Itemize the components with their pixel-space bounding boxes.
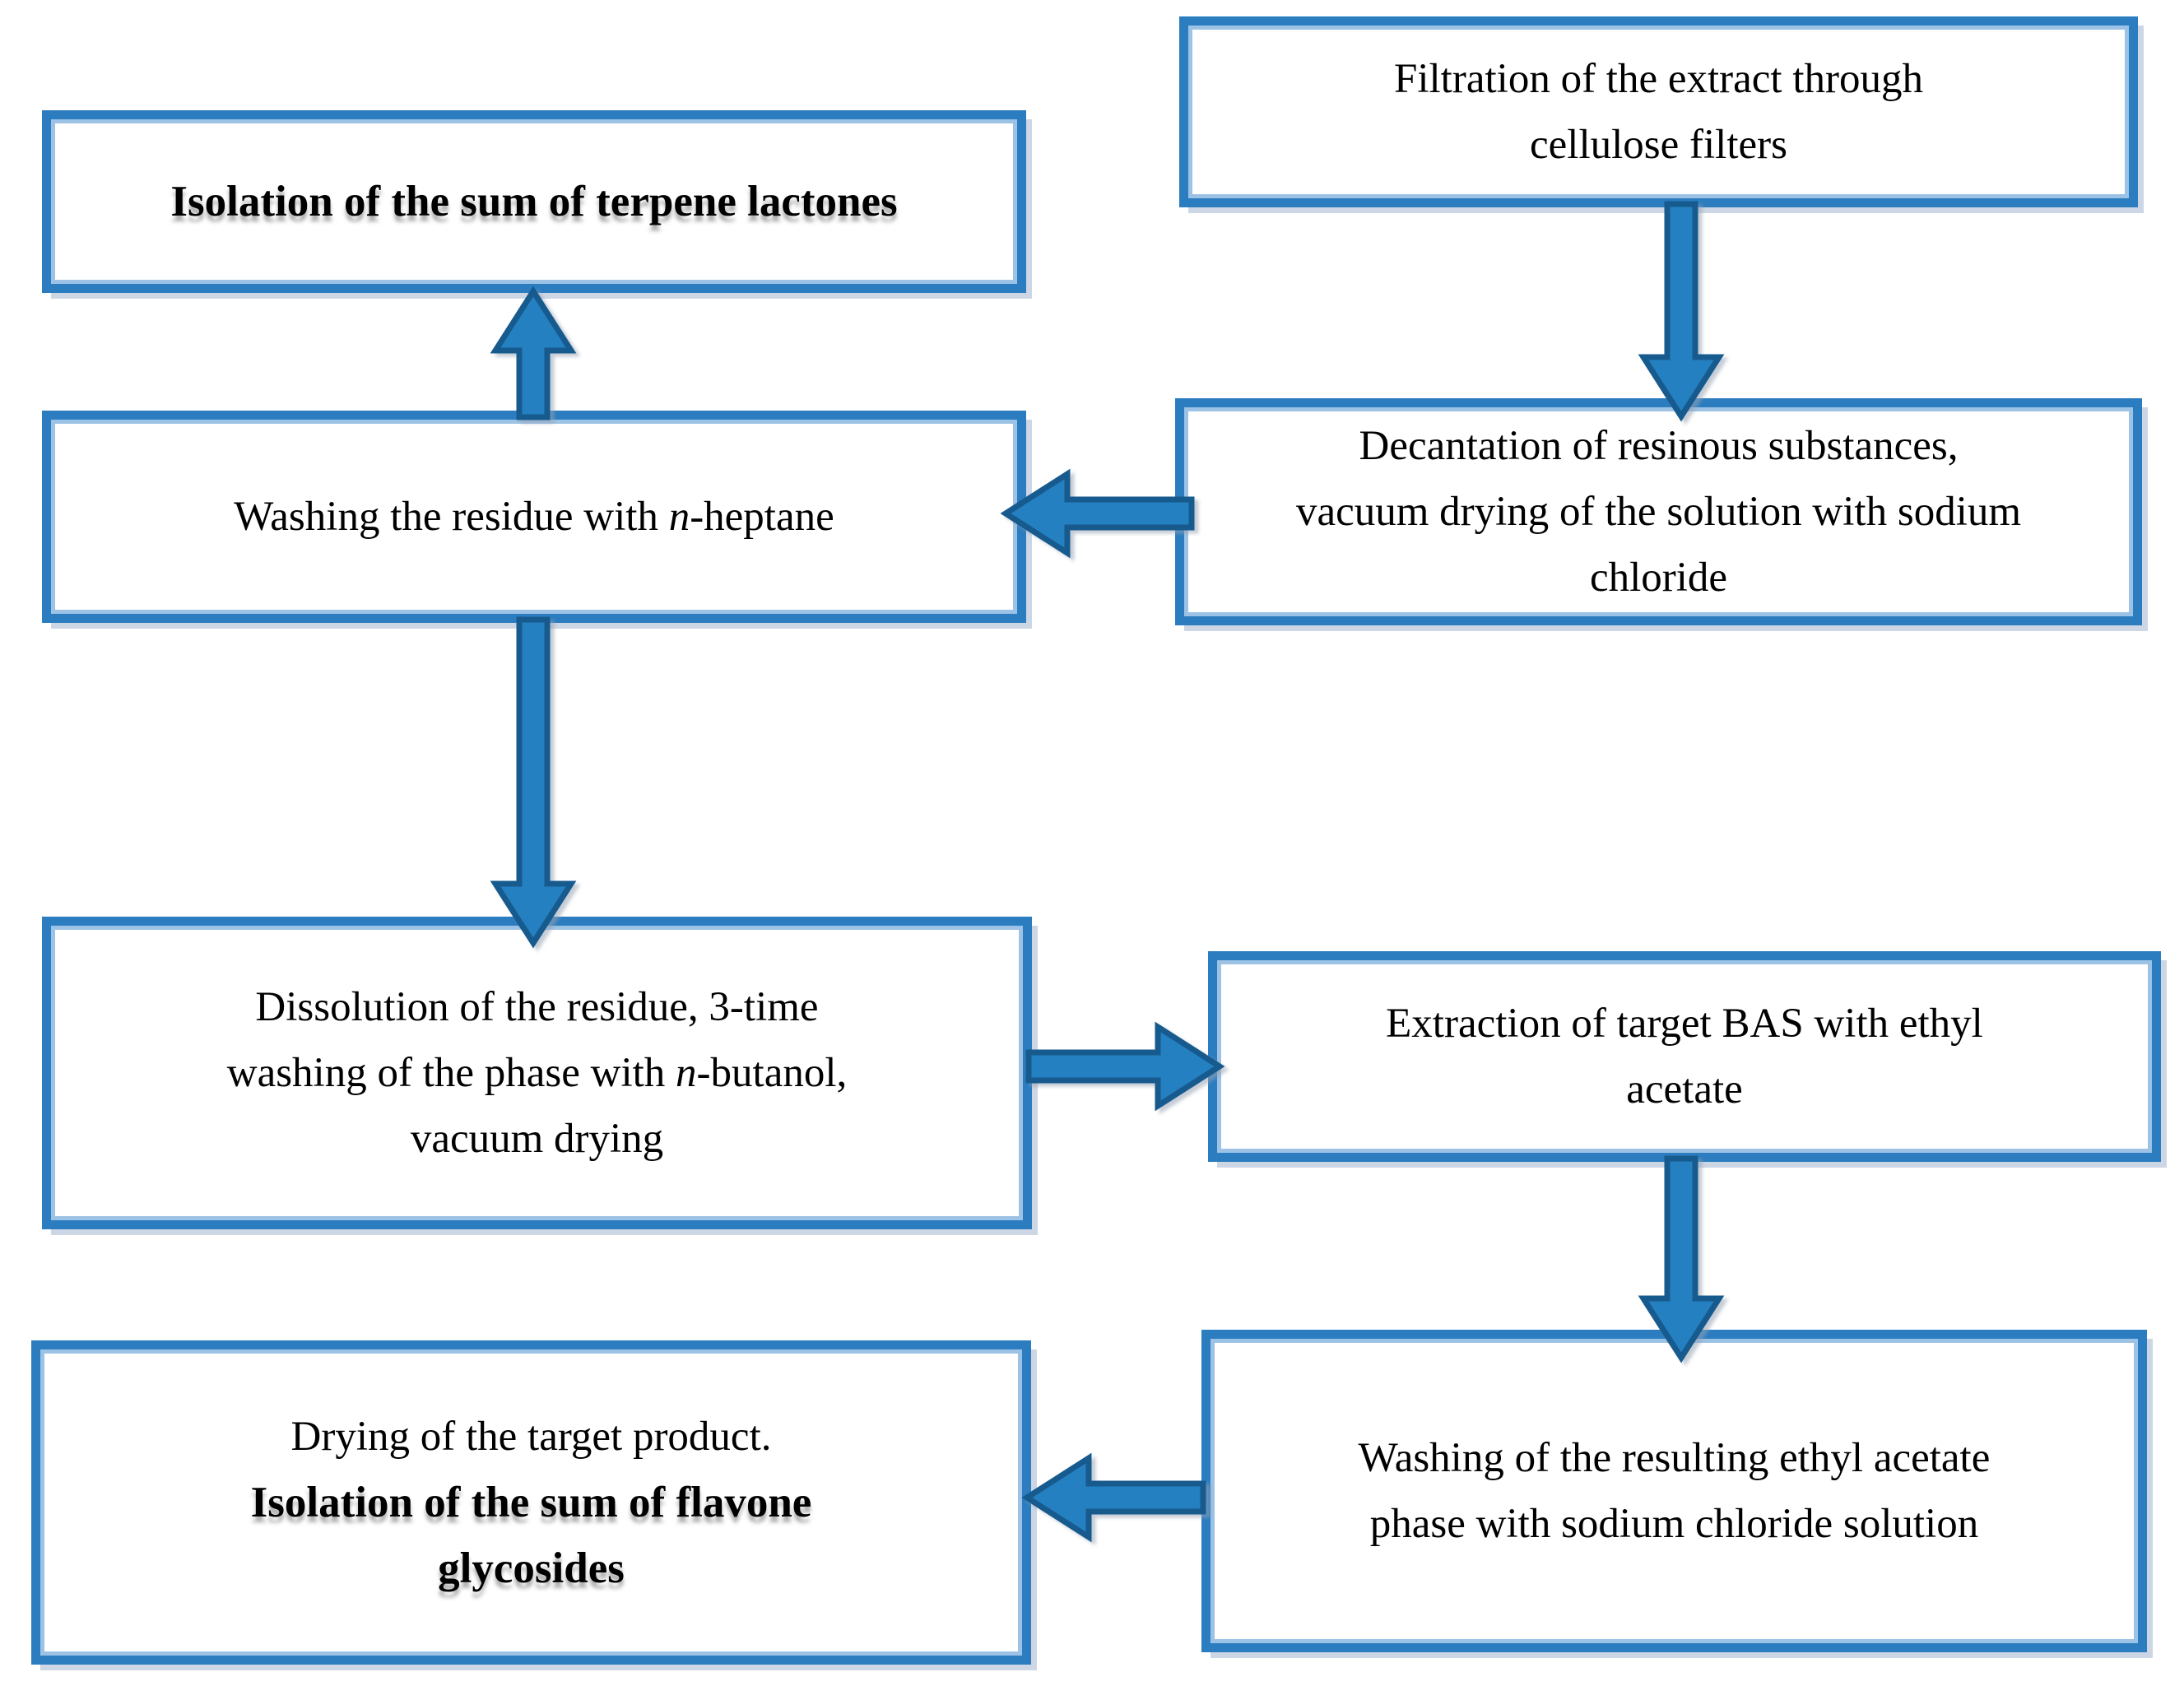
arrow-washing-ethyl-to-drying xyxy=(1021,1452,1206,1543)
box-dissolution: Dissolution of the residue, 3-time washi… xyxy=(42,917,1032,1229)
box-line: washing of the phase with n-butanol, xyxy=(226,1050,848,1096)
box-line: chloride xyxy=(1589,555,1728,601)
arrow-dissolution-to-extraction xyxy=(1025,1021,1225,1112)
box-drying-flavone: Drying of the target product. Isolation … xyxy=(31,1340,1031,1665)
box-line: Extraction of target BAS with ethyl xyxy=(1386,1001,1983,1047)
box-isolation-terpene: Isolation of the sum of terpene lactones xyxy=(42,110,1026,293)
arrow-washing-heptane-to-dissolution xyxy=(490,616,577,949)
box-filtration: Filtration of the extract through cellul… xyxy=(1179,16,2138,207)
box-washing-ethyl: Washing of the resulting ethyl acetate p… xyxy=(1201,1330,2147,1652)
box-line: Decantation of resinous substances, xyxy=(1359,423,1959,469)
box-line: acetate xyxy=(1626,1066,1743,1112)
arrow-decantation-to-washing-heptane xyxy=(1000,468,1195,559)
box-line: Filtration of the extract through xyxy=(1393,56,1923,102)
box-line: vacuum drying of the solution with sodiu… xyxy=(1295,489,2022,535)
box-line: Isolation of the sum of terpene lactones xyxy=(170,178,898,225)
box-line: phase with sodium chloride solution xyxy=(1369,1501,1979,1547)
box-line: Dissolution of the residue, 3-time xyxy=(255,984,819,1030)
box-extraction: Extraction of target BAS with ethyl acet… xyxy=(1208,951,2161,1162)
box-line: cellulose filters xyxy=(1530,122,1787,168)
arrow-filtration-to-decantation xyxy=(1638,201,1725,422)
box-line: Washing of the resulting ethyl acetate xyxy=(1358,1435,1991,1481)
box-line: vacuum drying xyxy=(410,1116,664,1162)
box-decantation: Decantation of resinous substances, vacu… xyxy=(1175,398,2142,625)
box-washing-heptane: Washing the residue with n-heptane xyxy=(42,411,1026,623)
box-line: Isolation of the sum of flavone xyxy=(250,1479,812,1526)
arrow-washing-heptane-to-isolation xyxy=(490,286,577,420)
box-line: glycosides xyxy=(438,1544,625,1592)
box-line: Washing the residue with n-heptane xyxy=(234,494,834,540)
box-line: Drying of the target product. xyxy=(290,1414,772,1460)
arrow-extraction-to-washing-ethyl xyxy=(1638,1155,1725,1363)
